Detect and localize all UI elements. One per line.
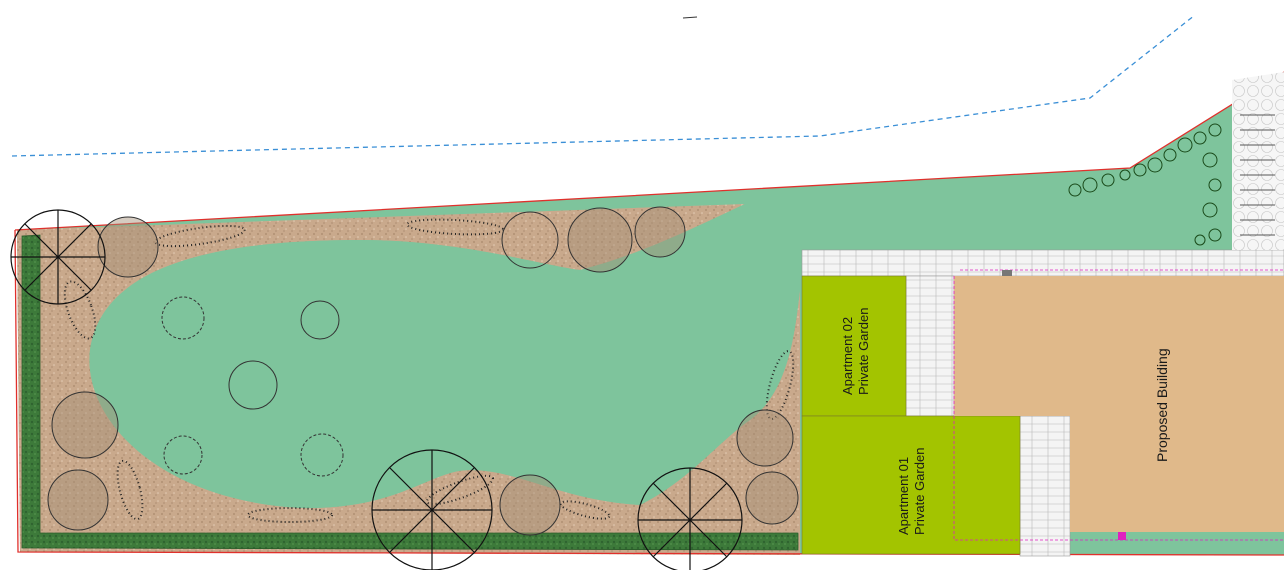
cycle-stands xyxy=(1240,114,1275,236)
proposed-building-label: Proposed Building xyxy=(1154,348,1170,462)
north-edge-marks xyxy=(682,16,698,19)
trees xyxy=(47,206,799,536)
dashed-survey-line xyxy=(11,14,1196,157)
apartment-02-label-line2: Private Garden xyxy=(856,308,871,395)
paved-strip-top xyxy=(801,249,1284,277)
apartment-01-label-line2: Private Garden xyxy=(912,448,927,535)
utility-marker xyxy=(1002,270,1126,540)
apartment-02-label-line1: Apartment 02 xyxy=(840,317,855,395)
planting-beds xyxy=(63,218,795,523)
paved-path-apartment-02 xyxy=(905,275,955,417)
shrub-cluster xyxy=(1068,123,1222,246)
large-trees xyxy=(10,209,743,570)
apartment-01-label-line1: Apartment 01 xyxy=(896,457,911,535)
paved-path-apartment-01 xyxy=(1019,415,1071,557)
boundary-hedge xyxy=(21,234,799,551)
proposed-building xyxy=(953,269,1284,541)
apartment-01-garden xyxy=(801,415,1021,555)
pebble-strip xyxy=(1232,72,1284,250)
main-lawn xyxy=(89,200,801,509)
